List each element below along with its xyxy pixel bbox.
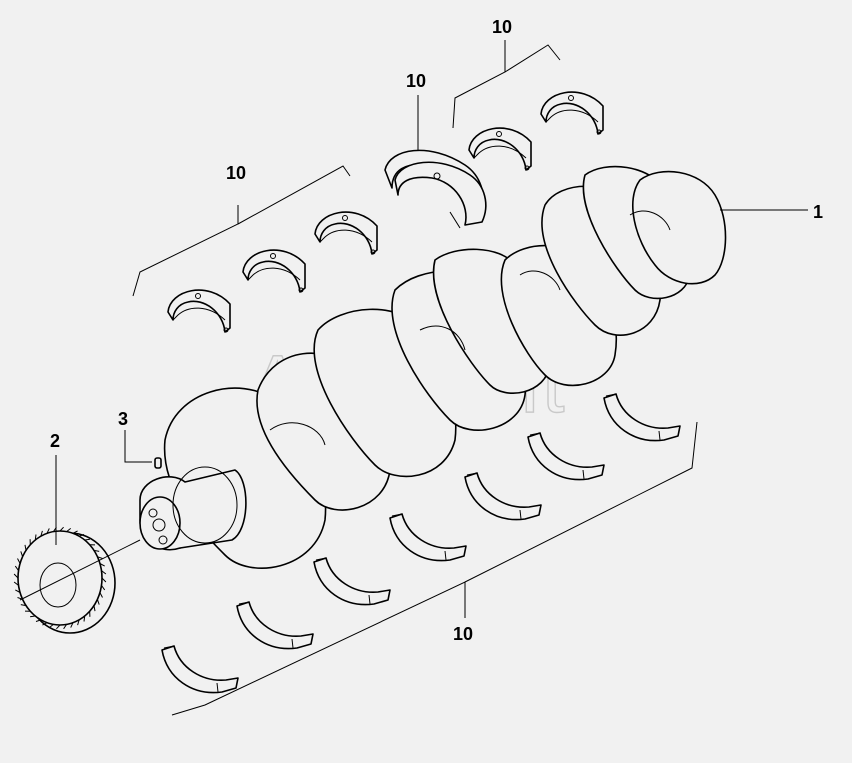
callout-10-upper-right: 10	[492, 17, 512, 37]
bearing-shell-upper-4[interactable]	[468, 127, 532, 171]
locating-pin[interactable]	[154, 457, 162, 469]
bearing-shells-upper-right[interactable]	[468, 91, 604, 171]
callout-3: 3	[118, 409, 128, 429]
crankshaft-gear[interactable]	[13, 526, 116, 634]
crankshaft[interactable]	[139, 165, 727, 569]
bearing-shell-lower-6[interactable]	[527, 432, 605, 481]
bearing-shell-upper-3[interactable]	[314, 211, 378, 255]
bearing-shells-lower[interactable]	[161, 393, 681, 694]
callout-10-upper-left: 10	[226, 163, 246, 183]
bearing-shell-upper-5[interactable]	[540, 91, 604, 135]
bearing-shell-upper-2[interactable]	[242, 249, 306, 293]
bearing-shell-upper-1[interactable]	[167, 289, 231, 333]
callout-10-thrust: 10	[406, 71, 426, 91]
callout-2: 2	[50, 431, 60, 451]
bearing-shell-lower-2[interactable]	[236, 601, 314, 650]
bearing-shell-lower-3[interactable]	[313, 557, 391, 606]
bearing-shell-lower-7[interactable]	[603, 393, 681, 442]
bearing-shell-lower-1[interactable]	[161, 645, 239, 694]
bearing-shell-lower-5[interactable]	[464, 472, 542, 521]
callout-1: 1	[813, 202, 823, 222]
bearing-shell-lower-4[interactable]	[389, 513, 467, 562]
callout-lines	[19, 40, 808, 716]
callout-10-lower: 10	[453, 624, 473, 644]
thrust-bearing-shell[interactable]	[384, 149, 487, 229]
bearing-shells-upper-left[interactable]	[167, 211, 378, 333]
